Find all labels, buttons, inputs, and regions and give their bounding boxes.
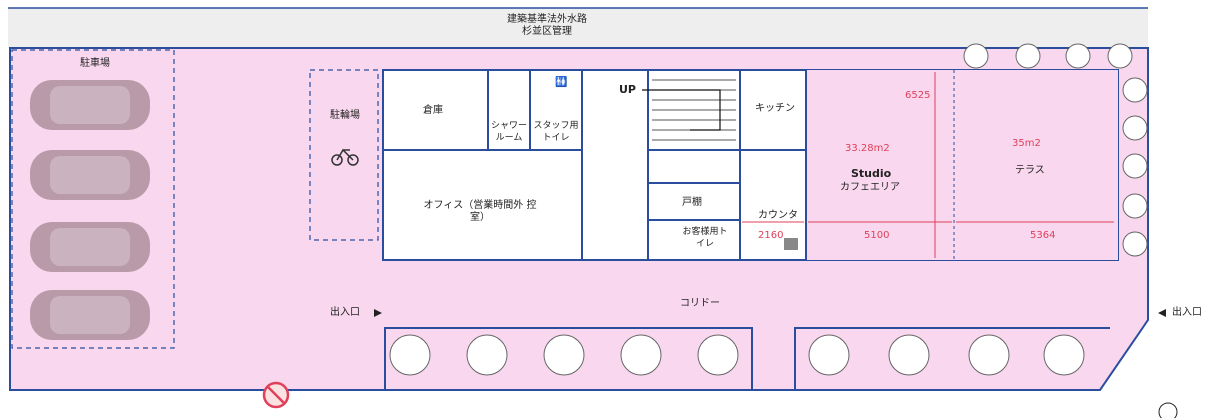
room-kitchen: キッチン — [755, 103, 795, 114]
car-icon — [30, 290, 150, 340]
register-icon — [784, 238, 798, 250]
stairs — [642, 79, 736, 141]
no-smoking-icon — [262, 381, 290, 409]
tree-icon — [620, 334, 662, 376]
room-staff-toilet: スタッフ用トイレ — [533, 121, 579, 143]
studio-area — [806, 70, 954, 260]
tree-icon — [1065, 43, 1091, 69]
tree-icon — [1122, 193, 1148, 219]
room-closet: 戸棚 — [682, 197, 702, 208]
tree-icon — [808, 334, 850, 376]
tree-icon — [1122, 77, 1148, 103]
room-guest-toilet: お客様用トイレ — [682, 227, 728, 249]
stairs-label: UP — [619, 83, 636, 96]
dim-depth: 6525 — [905, 90, 931, 101]
room-terrace: テラス — [1015, 165, 1045, 176]
tree-icon — [1043, 334, 1085, 376]
tree-icon — [389, 334, 431, 376]
parking-cars — [30, 80, 150, 340]
dim-counter: 2160 — [758, 230, 784, 241]
tree-icon — [1122, 153, 1148, 179]
entrance-west-arrow-icon — [374, 309, 382, 317]
tree-icon — [963, 43, 989, 69]
tree-icon — [1122, 115, 1148, 141]
tree-icon — [1122, 231, 1148, 257]
room-shower: シャワールーム — [490, 121, 527, 143]
car-icon — [30, 222, 150, 272]
area-studio: 33.28m2 — [845, 143, 890, 154]
area-terrace: 35m2 — [1012, 138, 1041, 149]
studio-title: Studio — [851, 167, 892, 180]
tree-icon — [888, 334, 930, 376]
bicycle-parking-label: 駐輪場 — [330, 110, 360, 121]
room-counter: カウンタ — [758, 210, 798, 221]
dim-studio: 5100 — [864, 230, 890, 241]
room-corridor: コリドー — [680, 298, 720, 309]
dim-terrace: 5364 — [1030, 230, 1056, 241]
tree-icon — [697, 334, 739, 376]
waterway-strip — [8, 8, 1148, 48]
tree-icon — [543, 334, 585, 376]
toilet-icon: 🚻 — [555, 77, 568, 88]
tree-icon — [1015, 43, 1041, 69]
studio-sub: カフェエリア — [840, 182, 900, 193]
room-storage: 倉庫 — [423, 105, 443, 116]
terrace-area — [954, 70, 1118, 260]
tree-row-right — [963, 43, 1148, 257]
waterway-line2: 杉並区管理 — [522, 26, 572, 37]
waterway-label: 建築基準法外水路 杉並区管理 — [507, 14, 587, 38]
tree-icon — [466, 334, 508, 376]
corridor-walls — [384, 327, 1110, 390]
parking-label: 駐車場 — [80, 58, 110, 69]
bicycle-parking-area — [309, 69, 379, 241]
tree-row-bottom — [389, 334, 1085, 376]
entrance-east-label: 出入口 — [1172, 307, 1202, 318]
waterway-line1: 建築基準法外水路 — [507, 14, 587, 25]
tree-icon — [968, 334, 1010, 376]
bicycle-icon — [331, 148, 359, 166]
dimension-lines — [742, 72, 1114, 258]
parking-area — [11, 49, 175, 349]
compass-icon — [1158, 402, 1178, 418]
tree-icon — [1107, 43, 1133, 69]
room-office: オフィス（営業時間外 控室） — [423, 200, 537, 223]
car-icon — [30, 150, 150, 200]
entrance-east-arrow-icon — [1158, 309, 1166, 317]
car-icon — [30, 80, 150, 130]
room-walls — [383, 70, 807, 260]
entrance-west-label: 出入口 — [330, 307, 360, 318]
